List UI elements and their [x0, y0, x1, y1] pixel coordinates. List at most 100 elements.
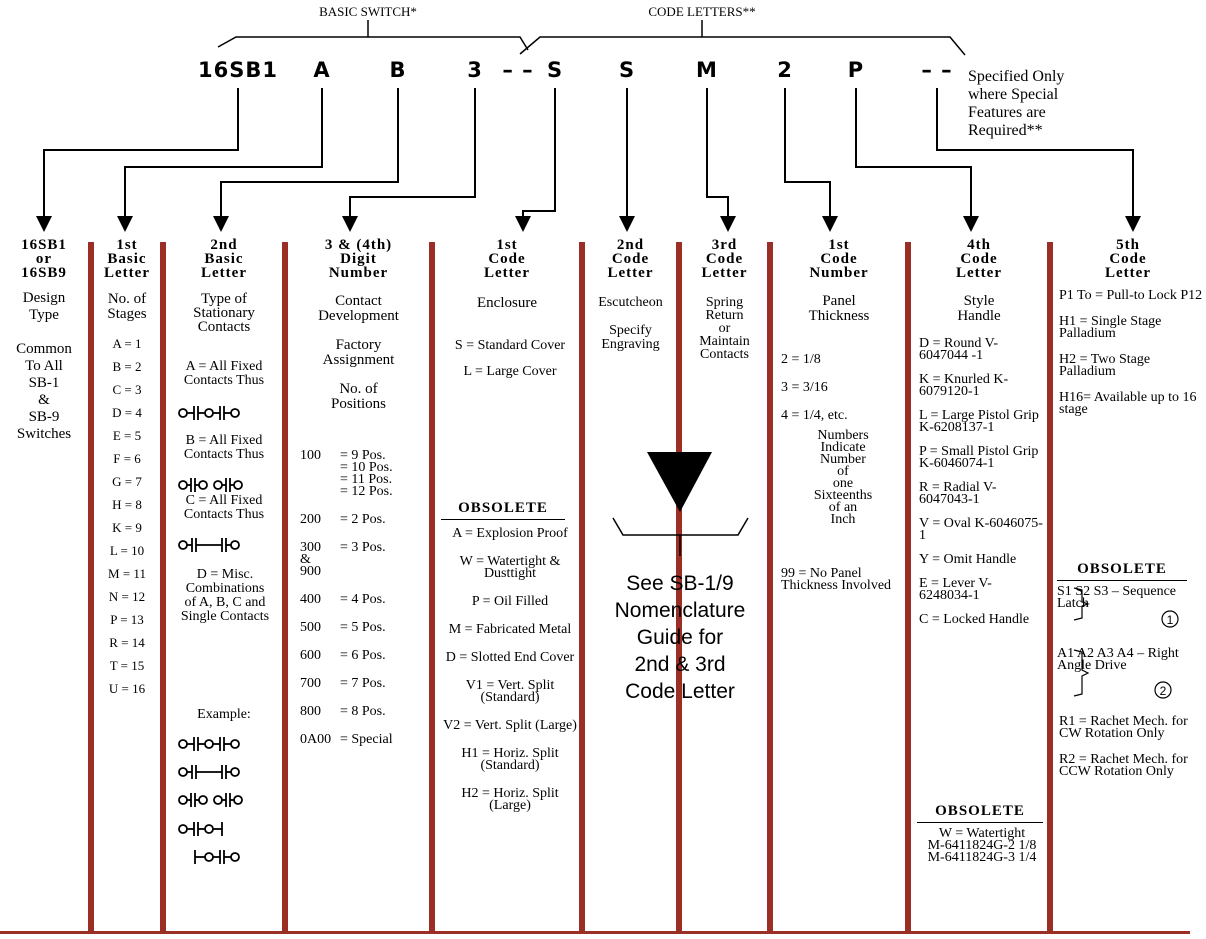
stage-item: H = 8 [112, 497, 142, 512]
enclosure-item: S = Standard Cover [454, 338, 566, 353]
col6-heading: 2nd Code Letter [607, 237, 654, 281]
position-value: = 7 Pos. [340, 676, 386, 691]
code-2: 2 [777, 58, 793, 82]
stage-item: U = 16 [108, 681, 146, 696]
code-a: A [313, 58, 330, 82]
column-2nd-basic-letter: 2nd Basic Letter Type of Stationary Cont… [166, 238, 282, 722]
column-dividers [88, 242, 1053, 931]
col4-sub2: Factory Assignment [322, 337, 395, 368]
stage-item: K = 9 [112, 520, 142, 535]
handle-obsolete-item: W = Watertight [938, 826, 1026, 841]
handle-item: C = Locked Handle [919, 612, 1030, 627]
col8-last: 99 = No Panel Thickness Involved [781, 566, 892, 593]
handle-item: D = Round V-6047044 -1 [919, 336, 999, 363]
col1-body: Design Type Common To All SB-1 & SB-9 Sw… [16, 290, 72, 442]
col4-sub3: No. of Positions [330, 381, 387, 412]
contact-symbol-b [178, 478, 243, 492]
col9-heading: 4th Code Letter [956, 237, 1002, 281]
fifth-item: H2 = Two Stage Palladium [1059, 352, 1151, 379]
col2-subtitle: No. of Stages [107, 291, 147, 322]
col3-b: B = All Fixed Contacts Thus [183, 433, 265, 462]
code-s2: S [619, 58, 635, 82]
enclosure-obsolete-item: W = Watertight & Dusttight [459, 554, 561, 581]
spec-line-1: Specified Only [968, 68, 1064, 85]
column-4th-code-letter: 4th Code Letter Style Handle D = Round V… [911, 237, 1047, 865]
code-dash-2: – – [921, 58, 952, 82]
fifth-item: R1 = Rachet Mech. for CW Rotation Only [1059, 714, 1188, 741]
column-1st-code-letter: 1st Code Letter Enclosure S = Standard C… [435, 238, 579, 813]
code-row: 16SB1 A B 3 – – S S M 2 P – – [198, 58, 952, 82]
position-item: 100= 9 Pos. = 10 Pos. = 11 Pos. = 12 Pos… [300, 448, 428, 499]
enclosure-obsolete-item: D = Slotted End Cover [445, 650, 575, 665]
col5-obsolete: OBSOLETE [441, 495, 565, 526]
col4-sub1: Contact Development [318, 293, 399, 324]
position-key: 600 [300, 648, 321, 663]
thickness-item: 3 = 3/16 [781, 380, 828, 395]
fifth-item: P1 To = Pull-to Lock P12 [1059, 288, 1203, 303]
position-key: 800 [300, 704, 321, 719]
position-value: = 9 Pos. = 10 Pos. = 11 Pos. = 12 Pos. [340, 448, 393, 499]
specified-note: Specified Only where Special Features ar… [968, 68, 1064, 139]
enclosure-item: L = Large Cover [463, 364, 557, 379]
handle-item: R = Radial V-6047043-1 [919, 480, 997, 507]
col3-subtitle: Type of Stationary Contacts [193, 291, 255, 335]
stage-item: B = 2 [112, 359, 142, 374]
position-key: 500 [300, 620, 321, 635]
contact-symbol-a [178, 406, 240, 420]
position-value: = Special [340, 732, 393, 747]
center-arrow-icon [647, 452, 712, 512]
enclosure-obsolete-item: P = Oil Filled [471, 594, 549, 609]
positions-list: 100= 9 Pos. = 10 Pos. = 11 Pos. = 12 Pos… [300, 448, 428, 762]
arrow-heads [36, 216, 1141, 232]
position-value: = 8 Pos. [340, 704, 386, 719]
position-value: = 2 Pos. [340, 512, 386, 527]
center-note: See SB-1/9 Nomenclature Guide for 2nd & … [614, 572, 746, 703]
code-b: B [389, 58, 406, 82]
handle-obsolete-item: M-6411824G-2 1/8 [927, 838, 1037, 853]
handle-item: K = Knurled K-6079120-1 [919, 372, 1009, 399]
position-value: = 3 Pos. [340, 540, 386, 555]
spec-line-3: Features are [968, 104, 1046, 121]
column-digit-number: 3 & (4th) Digit Number Contact Developme… [288, 237, 429, 747]
position-key: 700 [300, 676, 321, 691]
top-brackets [217, 20, 966, 56]
stage-item: N = 12 [108, 589, 146, 604]
col10-heading: 5th Code Letter [1105, 237, 1151, 281]
column-design-type: 16SB1 or 16SB9 Design Type Common To All… [0, 238, 88, 443]
marker-1: 1 [1167, 613, 1174, 627]
col10-group1: S1 S2 S3 – Sequence Latch [1057, 584, 1176, 611]
position-item: 400= 4 Pos. [300, 593, 428, 607]
column-2nd-code-letter: 2nd Code Letter Escutcheon Specify Engra… [585, 238, 676, 352]
thickness-item: 4 = 1/4, etc. [781, 408, 848, 423]
col3-d: D = Misc. Combinations of A, B, C and Si… [180, 567, 270, 624]
fifth-item: R2 = Rachet Mech. for CCW Rotation Only [1059, 752, 1188, 779]
marker-2: 2 [1160, 684, 1167, 698]
handle-item: E = Lever V-6248034-1 [919, 576, 992, 603]
col7-heading: 3rd Code Letter [701, 237, 748, 281]
stage-item: C = 3 [112, 382, 142, 397]
basic-switch-label: BASIC SWITCH* [319, 4, 417, 19]
position-item: 600= 6 Pos. [300, 648, 428, 663]
col10-obsolete: OBSOLETE [1057, 556, 1187, 587]
column-5th-code-letter: 5th Code Letter P1 To = Pull-to Lock P12… [1053, 237, 1203, 779]
example-symbol-2 [178, 765, 240, 779]
stage-item: E = 5 [112, 428, 142, 443]
braces [1073, 587, 1179, 699]
handle-item: L = Large Pistol Grip K-6208137-1 [919, 408, 1039, 435]
position-item: 700 = 7 Pos. [300, 676, 428, 691]
column-3rd-code-letter: 3rd Code Letter Spring Return or Maintai… [682, 237, 767, 362]
contact-symbol-c [178, 538, 240, 552]
col4-heading: 3 & (4th) Digit Number [324, 237, 393, 281]
enclosure-obsolete-item: H1 = Horiz. Split (Standard) [461, 746, 559, 773]
stage-item: F = 6 [113, 451, 141, 466]
stage-item: P = 13 [110, 612, 144, 627]
position-item: 300 & 900= 3 Pos. [300, 540, 428, 579]
col3-a: A = All Fixed Contacts Thus [183, 359, 265, 388]
col8-heading: 1st Code Number [809, 237, 869, 281]
enclosure-obsolete-item: A = Explosion Proof [452, 526, 568, 541]
col6-body: Escutcheon Specify Engraving [598, 295, 663, 352]
